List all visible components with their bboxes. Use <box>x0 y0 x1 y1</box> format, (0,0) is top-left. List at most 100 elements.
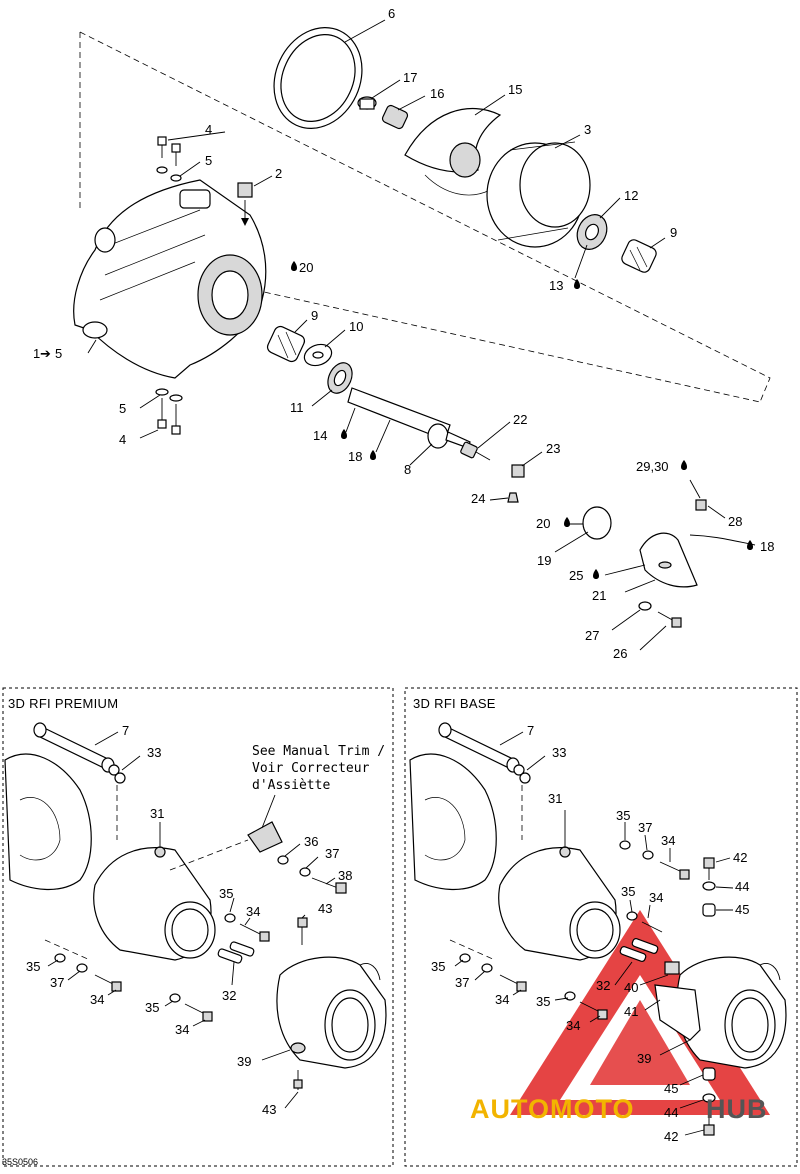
premium-callout-37b: 37 <box>50 975 64 990</box>
premium-callout-34a: 34 <box>246 904 260 919</box>
base-leader-lines <box>454 731 734 1136</box>
watermark-logo <box>510 910 770 1115</box>
callout-12: 12 <box>624 188 638 203</box>
watermark-hub: HUB <box>706 1094 768 1124</box>
base-callout-35d: 35 <box>536 994 550 1009</box>
top-callouts: 6 17 16 15 3 4 5 2 20 12 9 13 9 10 1 ➔ 5… <box>33 6 774 661</box>
part-2-nut <box>237 182 253 226</box>
part-26-screw <box>657 611 682 628</box>
drop-icon <box>564 517 570 527</box>
callout-28: 28 <box>728 514 742 529</box>
part-4-5-screws-bottom <box>155 388 183 435</box>
note-line-2: Voir Correcteur <box>252 761 370 776</box>
base-part-39-deflector <box>676 956 787 1069</box>
watermark-automoto: AUTOMOTO <box>470 1094 635 1124</box>
premium-part-33-rings <box>108 764 126 840</box>
premium-callout-35c: 35 <box>145 1000 159 1015</box>
part-15-impeller <box>404 107 502 196</box>
drop-icon <box>370 450 376 460</box>
premium-callout-38: 38 <box>338 868 352 883</box>
base-callout-7: 7 <box>527 723 534 738</box>
base-part-40-41-trim <box>654 961 701 1041</box>
callout-5-bottom: 5 <box>119 401 126 416</box>
base-callout-44b: 44 <box>664 1105 678 1120</box>
premium-part-36-bracket <box>169 821 283 871</box>
premium-panel-frame <box>2 687 394 1167</box>
base-callout-32: 32 <box>596 978 610 993</box>
ref-line-shaft <box>254 289 761 403</box>
part-19-o-ring <box>582 506 612 540</box>
part-10-washer <box>303 343 333 367</box>
ref-line-top <box>79 31 771 403</box>
base-callout-45a: 45 <box>735 902 749 917</box>
premium-part-7-pin <box>33 722 115 773</box>
base-assembly <box>409 722 787 1136</box>
base-part-42-44-45-bottom <box>702 1067 716 1136</box>
callout-5-main: 5 <box>55 346 62 361</box>
base-part-31-nozzle <box>498 846 621 961</box>
callout-15: 15 <box>508 82 522 97</box>
callout-25: 25 <box>569 568 583 583</box>
part-21-cone <box>639 532 698 588</box>
base-callouts: 7 33 31 35 37 34 42 44 45 35 34 35 37 32… <box>431 723 749 1144</box>
callout-8: 8 <box>404 462 411 477</box>
premium-callout-36: 36 <box>304 834 318 849</box>
part-4-5-screws-top <box>156 136 182 182</box>
base-pump-outline <box>409 753 497 891</box>
base-part-34-35-37-hardware <box>449 840 690 1020</box>
premium-callout-7: 7 <box>122 723 129 738</box>
callout-6: 6 <box>388 6 395 21</box>
watermark-triangle-core <box>590 1000 690 1085</box>
drop-icon <box>574 279 580 289</box>
premium-callouts: 7 33 31 36 37 38 35 34 43 35 37 32 34 35… <box>26 723 352 1117</box>
premium-part-34-35-37-hardware <box>44 913 270 1022</box>
leader-lines-top <box>87 19 756 651</box>
note-line-1: See Manual Trim / <box>252 744 385 759</box>
base-part-42-44-45-top <box>702 857 716 917</box>
callout-5-top: 5 <box>205 153 212 168</box>
base-callout-35c: 35 <box>431 959 445 974</box>
callout-18-shaft: 18 <box>348 449 362 464</box>
part-17-bushing <box>357 96 377 110</box>
callout-17: 17 <box>403 70 417 85</box>
base-callout-37a: 37 <box>638 820 652 835</box>
callout-16: 16 <box>430 86 444 101</box>
base-callout-41: 41 <box>624 1004 638 1019</box>
base-callout-45b: 45 <box>664 1081 678 1096</box>
callout-21: 21 <box>592 588 606 603</box>
callout-4-top: 4 <box>205 122 212 137</box>
premium-part-31-nozzle <box>93 846 216 961</box>
drop-icon <box>747 540 753 550</box>
callout-9-right: 9 <box>670 225 677 240</box>
drop-icon <box>341 429 347 439</box>
callout-22: 22 <box>513 412 527 427</box>
top-assembly <box>73 19 771 651</box>
callout-29-30: 29,30 <box>636 459 669 474</box>
base-callout-35b: 35 <box>621 884 635 899</box>
base-callout-34b: 34 <box>649 890 663 905</box>
part-24-fitting <box>507 492 519 503</box>
callout-14: 14 <box>313 428 327 443</box>
premium-callout-35a: 35 <box>219 886 233 901</box>
premium-part-43-screw-bottom <box>290 1042 306 1090</box>
base-callout-37b: 37 <box>455 975 469 990</box>
callout-20-top: 20 <box>299 260 313 275</box>
base-callout-40: 40 <box>624 980 638 995</box>
premium-part-37-38-hardware <box>277 855 347 894</box>
base-callout-34c: 34 <box>495 992 509 1007</box>
callout-19: 19 <box>537 553 551 568</box>
premium-callout-34b: 34 <box>90 992 104 1007</box>
premium-callout-39: 39 <box>237 1054 251 1069</box>
base-callout-34d: 34 <box>566 1018 580 1033</box>
premium-callout-31: 31 <box>150 806 164 821</box>
premium-callout-37a: 37 <box>325 846 339 861</box>
premium-callout-32: 32 <box>222 988 236 1003</box>
part-9-bearing-left <box>266 325 306 363</box>
callout-4-bottom: 4 <box>119 432 126 447</box>
callout-3: 3 <box>584 122 591 137</box>
lubricant-drop-icons <box>291 261 753 579</box>
base-callout-39: 39 <box>637 1051 651 1066</box>
callout-23: 23 <box>546 441 560 456</box>
